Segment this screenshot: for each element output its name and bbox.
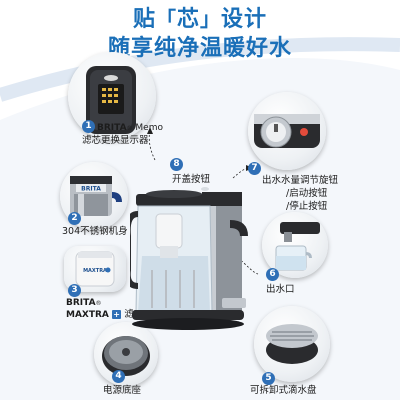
callout-badge-8: 8: [170, 158, 183, 171]
callout-badge-4: 4: [112, 370, 125, 383]
headline: 贴「芯」设计 随享纯净温暖好水: [0, 4, 400, 63]
arrow-up-icon: [147, 127, 153, 134]
callout-5-text: 可拆卸式滴水盘: [250, 385, 317, 396]
steel-body-icon: BRITA: [70, 176, 122, 216]
svg-text:MAXTRA: MAXTRA: [83, 268, 107, 274]
kettle-main: [130, 190, 248, 330]
inset-filter: MAXTRA: [64, 246, 126, 292]
lid-button-icon: [201, 187, 209, 191]
headline-text-quoted: 芯: [176, 7, 200, 32]
inset-memo-display: [68, 52, 156, 140]
callout-badge-3: 3: [68, 284, 81, 297]
callout-badge-6: 6: [266, 268, 279, 281]
water-outlet-icon: [275, 222, 320, 271]
headline-text-a: 贴: [132, 7, 156, 32]
inset-power-base: [94, 322, 158, 386]
svg-text:BRITA: BRITA: [81, 186, 101, 193]
callout-badge-2: 2: [68, 212, 81, 225]
headline-line-2: 随享纯净温暖好水: [107, 36, 292, 61]
callout-6-text: 出水口: [266, 284, 295, 295]
callout-badge-1: 1: [82, 120, 95, 133]
inset-drip-tray: [254, 306, 330, 382]
power-base-icon: [102, 336, 150, 376]
memo-display-icon: [86, 66, 136, 134]
control-knob-icon: [254, 114, 320, 148]
inset-water-outlet: [262, 212, 328, 278]
callout-7-line-2: /启动按钮: [286, 188, 328, 199]
drip-tray-icon: [266, 324, 318, 364]
callout-badge-5: 5: [262, 372, 275, 385]
inset-steel-body: BRITA: [60, 162, 128, 230]
callout-1-text: 滤芯更换显示器: [82, 135, 149, 146]
headline-quote-close: 」: [200, 7, 221, 31]
callout-8-text: 开盖按钮: [172, 174, 211, 185]
callout-4-text: 电源底座: [103, 385, 142, 396]
callout-7-line-3: /停止按钮: [286, 201, 328, 212]
callout-badge-7: 7: [248, 162, 261, 175]
filter-cartridge-icon: MAXTRA: [75, 251, 115, 287]
callout-1-brand: BRITA® Memo: [97, 123, 163, 133]
inset-control-knob: [248, 92, 326, 170]
headline-quote-open: 「: [155, 7, 177, 31]
headline-line-1: 贴「芯」设计: [0, 4, 400, 35]
headline-text-b: 设计: [221, 7, 268, 32]
callout-2-text: 304不锈钢机身: [62, 226, 128, 237]
callout-7-line-1: 出水水量调节旋钮: [262, 175, 339, 186]
